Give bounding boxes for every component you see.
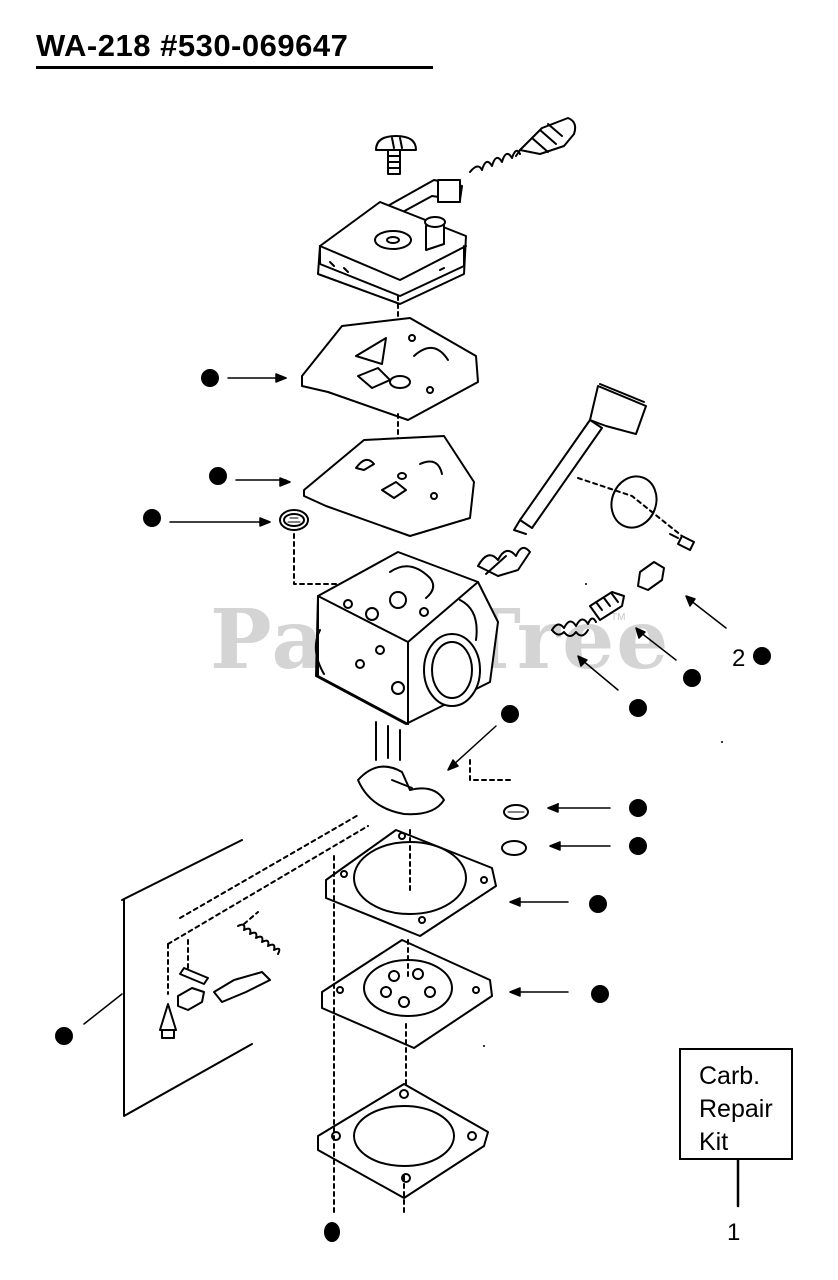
body-bottom-post [375,721,401,761]
small-disc [501,840,527,856]
top-screw [375,135,417,175]
diagram-title: WA-218 #530-069647 [36,28,349,63]
leader-shaft-plate [577,477,683,537]
pump-diaphragm [321,939,493,1049]
needle-spring [469,149,521,173]
leader-screen-body [293,533,385,585]
kit-line-2: Repair [699,1095,773,1123]
kit-line-3: Kit [699,1128,729,1156]
bottom-screw [324,1222,340,1242]
pump-gasket [325,829,497,937]
kit-reference-number: 1 [727,1219,741,1246]
throttle-shaft [513,383,647,535]
callout-markers [55,369,771,1045]
leader-body-screen [469,759,515,781]
throttle-plate [610,475,658,529]
metering-diaphragm [301,317,479,421]
adjusting-needle [515,117,577,157]
check-valve [357,765,445,816]
inlet-screen [279,509,309,531]
carb-repair-kit-label: Carb. Repair Kit [699,1060,773,1159]
metering-gasket [303,435,475,537]
callout-arrows [83,373,727,1025]
inlet-lever-assembly [121,813,369,1117]
small-screen [503,804,529,820]
idle-screw [589,561,665,621]
scan-specks [483,583,723,1047]
idle-screw-spring [551,617,597,637]
pump-cover-plate [317,1083,489,1199]
part-reference-number-2: 2 [732,645,746,672]
leader-center-line [403,829,411,1217]
title-underline [36,66,433,69]
metering-cover [317,201,467,305]
throttle-plate-screw [669,533,695,551]
carburetor-body [314,551,499,725]
watermark-trademark: TM [611,612,626,623]
kit-line-1: Carb. [699,1062,761,1090]
carb-repair-kit-box: Carb. Repair Kit [679,1048,793,1160]
throttle-return-spring [477,546,531,577]
